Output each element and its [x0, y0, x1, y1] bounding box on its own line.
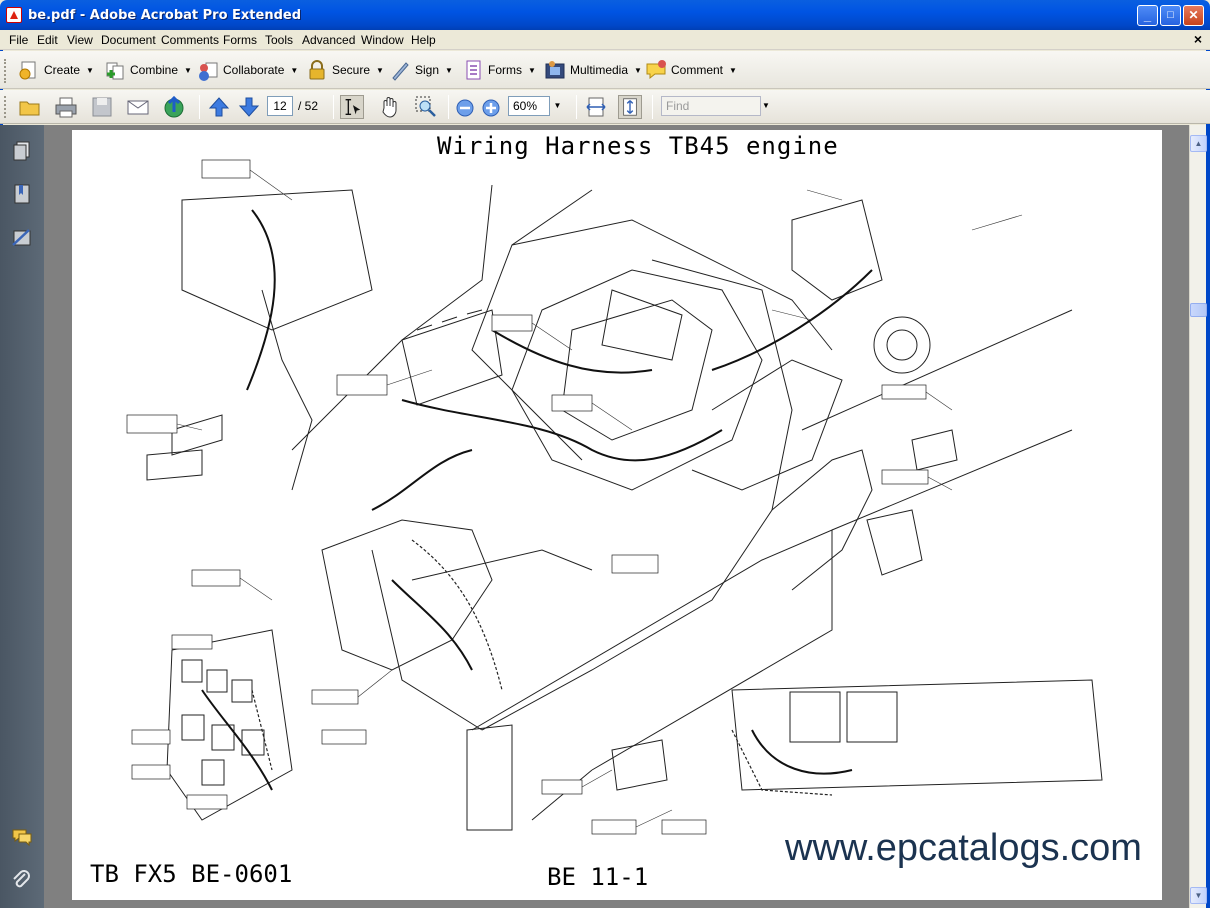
- menu-advanced[interactable]: Advanced: [302, 33, 356, 47]
- comments-panel-icon[interactable]: [11, 826, 33, 848]
- open-folder-icon[interactable]: [18, 95, 42, 119]
- page-total-label: / 52: [298, 99, 319, 113]
- window-title: be.pdf - Adobe Acrobat Pro Extended: [28, 8, 302, 23]
- menu-tools[interactable]: Tools: [265, 33, 294, 47]
- maximize-button[interactable]: □: [1160, 5, 1181, 26]
- secure-button[interactable]: Secure ▼: [306, 57, 384, 83]
- scroll-up-icon[interactable]: ▲: [1190, 135, 1207, 152]
- attachments-icon[interactable]: [11, 869, 33, 891]
- watermark-text: www.epcatalogs.com: [785, 827, 1142, 869]
- menu-bar: File Edit View Document Comments Forms T…: [0, 30, 1210, 50]
- find-input[interactable]: Find: [661, 96, 761, 116]
- menu-view[interactable]: View: [67, 33, 93, 47]
- scroll-thumb[interactable]: [1190, 303, 1207, 317]
- zoom-in-icon[interactable]: [481, 98, 501, 118]
- multimedia-button[interactable]: Multimedia ▼: [544, 57, 642, 83]
- upload-globe-icon[interactable]: [162, 95, 186, 119]
- menu-help[interactable]: Help: [411, 33, 436, 47]
- create-button[interactable]: Create ▼: [18, 57, 94, 83]
- navigation-toolbar: [0, 90, 1210, 124]
- comment-label: Comment: [671, 63, 724, 77]
- chevron-down-icon[interactable]: ▼: [553, 101, 562, 110]
- menu-document[interactable]: Document: [101, 33, 156, 47]
- print-icon[interactable]: [54, 95, 78, 119]
- toolbar-separator: [333, 95, 334, 119]
- signatures-icon[interactable]: [11, 227, 33, 249]
- hand-tool-icon[interactable]: [378, 95, 402, 119]
- pen-icon: [392, 62, 409, 81]
- pages-icon[interactable]: [11, 140, 33, 162]
- next-page-icon[interactable]: [237, 95, 261, 119]
- vertical-scrollbar[interactable]: ▲ ▼: [1189, 125, 1207, 908]
- tasks-toolbar: Create ▼ Combine ▼ Collaborate ▼ Secure ▼ Si…: [0, 51, 1210, 89]
- chevron-down-icon: ▼: [184, 65, 192, 75]
- scroll-down-icon[interactable]: ▼: [1190, 887, 1207, 904]
- menu-comments[interactable]: Comments: [161, 33, 220, 47]
- toolbar-grip[interactable]: [4, 96, 8, 118]
- create-icon: [19, 61, 36, 80]
- collaborate-button[interactable]: Collaborate ▼: [197, 57, 298, 83]
- page-title: Wiring Harness TB45 engine: [437, 132, 839, 160]
- collaborate-label: Collaborate: [223, 63, 285, 77]
- window-border-right: [1206, 30, 1210, 908]
- pdf-app-icon[interactable]: [6, 7, 22, 23]
- collaborate-icon: [199, 62, 218, 81]
- chevron-down-icon: ▼: [528, 65, 536, 75]
- document-close-icon[interactable]: ×: [1193, 31, 1202, 47]
- title-bar[interactable]: be.pdf - Adobe Acrobat Pro Extended _ □ …: [0, 0, 1210, 30]
- lock-icon: [309, 60, 325, 80]
- minimize-button[interactable]: _: [1137, 5, 1158, 26]
- close-button[interactable]: ✕: [1183, 5, 1204, 26]
- sign-label: Sign: [415, 63, 440, 77]
- sign-button[interactable]: Sign ▼: [389, 57, 453, 83]
- email-icon[interactable]: [126, 95, 150, 119]
- navigation-panel: [0, 125, 44, 908]
- page-label: BE 11-1: [547, 863, 649, 891]
- film-icon: [545, 61, 565, 79]
- chevron-down-icon: ▼: [445, 65, 453, 75]
- chevron-down-icon: ▼: [729, 65, 737, 75]
- toolbar-separator: [576, 95, 577, 119]
- marquee-zoom-icon[interactable]: [414, 95, 438, 119]
- multimedia-label: Multimedia: [570, 63, 629, 77]
- toolbar-separator: [448, 95, 449, 119]
- bookmarks-icon[interactable]: [11, 183, 33, 205]
- pdf-page[interactable]: Wiring Harness TB45 engine: [72, 130, 1162, 900]
- wiring-harness-diagram: [126, 159, 1103, 835]
- comment-button[interactable]: Comment ▼: [645, 57, 737, 83]
- select-tool-icon[interactable]: [340, 95, 364, 119]
- document-code: TB FX5 BE-0601: [90, 860, 293, 888]
- comment-icon: [646, 60, 666, 80]
- previous-page-icon[interactable]: [207, 95, 231, 119]
- toolbar-grip[interactable]: [4, 59, 8, 83]
- toolbar-separator: [199, 95, 200, 119]
- menu-edit[interactable]: Edit: [37, 33, 58, 47]
- save-icon[interactable]: [90, 95, 114, 119]
- toolbar-separator: [652, 95, 653, 119]
- combine-button[interactable]: Combine ▼: [104, 57, 192, 83]
- combine-label: Combine: [130, 63, 179, 77]
- secure-label: Secure: [332, 63, 371, 77]
- forms-icon: [466, 60, 481, 80]
- chevron-down-icon: ▼: [290, 65, 299, 75]
- menu-forms[interactable]: Forms: [223, 33, 257, 47]
- forms-label: Forms: [488, 63, 522, 77]
- menu-file[interactable]: File: [9, 33, 29, 47]
- chevron-down-icon: ▼: [634, 65, 642, 75]
- chevron-down-icon: ▼: [86, 65, 94, 75]
- forms-button[interactable]: Forms ▼: [462, 57, 536, 83]
- fit-width-icon[interactable]: [584, 95, 608, 119]
- create-label: Create: [44, 63, 81, 77]
- chevron-down-icon: ▼: [376, 65, 384, 75]
- fit-page-icon[interactable]: [618, 95, 642, 119]
- chevron-down-icon[interactable]: ▼: [762, 101, 770, 110]
- menu-window[interactable]: Window: [361, 33, 404, 47]
- combine-icon: [106, 62, 124, 80]
- zoom-level-input[interactable]: 60%: [508, 96, 550, 116]
- zoom-out-icon[interactable]: [455, 98, 475, 118]
- page-number-input[interactable]: 12: [267, 96, 293, 116]
